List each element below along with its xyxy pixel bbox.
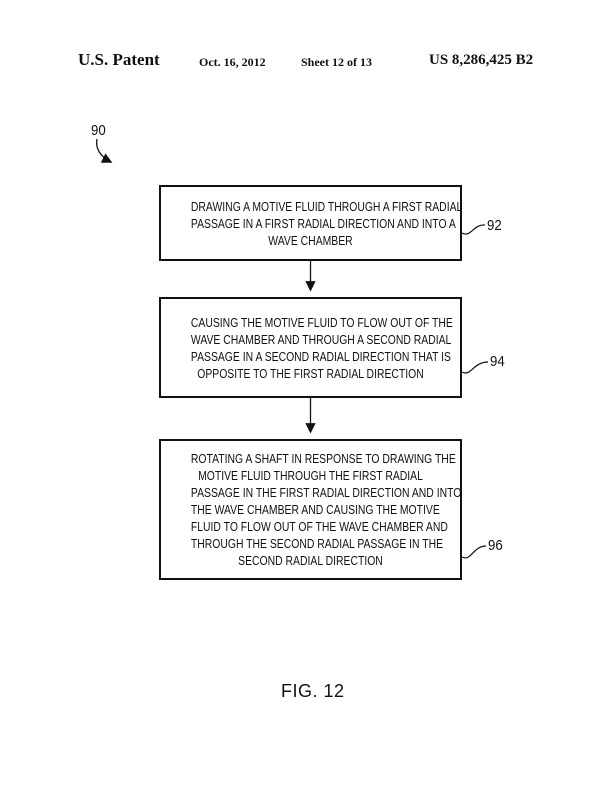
flow-step-box-2: CAUSING THE MOTIVE FLUID TO FLOW OUT OF …: [159, 297, 462, 398]
diagram-ref-number: 90: [91, 122, 106, 139]
flow-step-text-line: OPPOSITE TO THE FIRST RADIAL DIRECTION: [197, 365, 424, 381]
flow-step-text-line: CAUSING THE MOTIVE FLUID TO FLOW OUT OF …: [190, 314, 453, 330]
diagram-ref-arrow-icon: [95, 138, 113, 163]
step-ref-number-3: 96: [488, 537, 503, 554]
flow-step-box-1: DRAWING A MOTIVE FLUID THROUGH A FIRST R…: [159, 185, 462, 261]
flow-step-text-line: DRAWING A MOTIVE FLUID THROUGH A FIRST R…: [190, 198, 463, 214]
ref-leader-94-icon: [461, 361, 489, 374]
flow-step-text-line: PASSAGE IN A FIRST RADIAL DIRECTION AND …: [190, 215, 456, 231]
figure-caption: FIG. 12: [281, 681, 345, 701]
flow-step-text-line: PASSAGE IN THE FIRST RADIAL DIRECTION AN…: [190, 485, 462, 500]
patent-header-title: U.S. Patent: [78, 50, 160, 69]
flow-step-text-line: SECOND RADIAL DIRECTION: [238, 553, 383, 568]
flow-step-text-line: THE WAVE CHAMBER AND CAUSING THE MOTIVE: [190, 502, 440, 517]
patent-header-sheet-number: Sheet 12 of 13: [301, 55, 372, 69]
patent-header-patent-number: US 8,286,425 B2: [429, 52, 534, 68]
flow-step-box-3: ROTATING A SHAFT IN RESPONSE TO DRAWING …: [159, 439, 462, 580]
step-ref-number-1: 92: [487, 217, 502, 234]
ref-leader-92-icon: [461, 224, 486, 235]
step-ref-number-2: 94: [490, 353, 505, 370]
flow-step-text-line: ROTATING A SHAFT IN RESPONSE TO DRAWING …: [190, 451, 456, 466]
flow-step-text-line: FLUID TO FLOW OUT OF THE WAVE CHAMBER AN…: [190, 519, 448, 534]
patent-header-date: Oct. 16, 2012: [199, 55, 266, 69]
flow-step-text-line: WAVE CHAMBER: [268, 232, 353, 248]
flow-step-text-line: THROUGH THE SECOND RADIAL PASSAGE IN THE: [190, 536, 444, 551]
flow-step-text-line: MOTIVE FLUID THROUGH THE FIRST RADIAL: [198, 468, 423, 483]
flow-step-text-line: PASSAGE IN A SECOND RADIAL DIRECTION THA…: [190, 348, 451, 364]
flow-step-text-line: WAVE CHAMBER AND THROUGH A SECOND RADIAL: [190, 331, 452, 347]
ref-leader-96-icon: [461, 545, 487, 559]
